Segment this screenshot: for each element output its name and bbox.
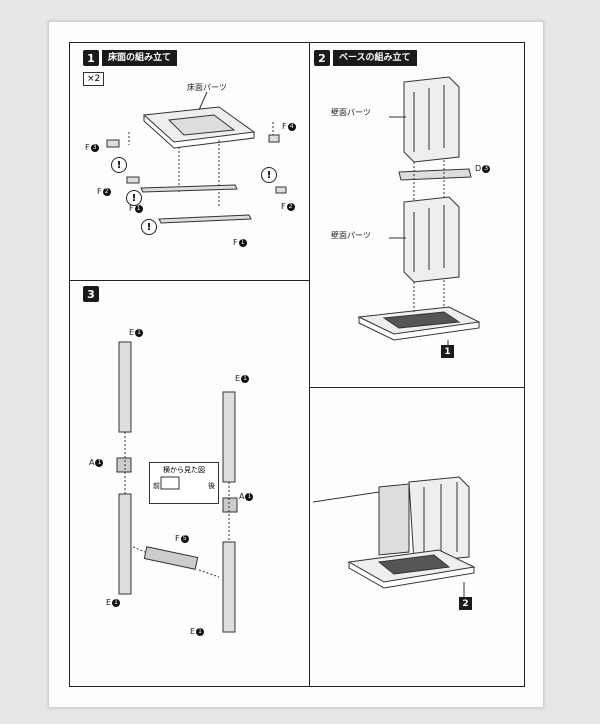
part-e1-num: 1 <box>112 598 121 607</box>
warning-icon: ! <box>111 157 127 173</box>
part-f1-mid-num: 1 <box>134 204 143 213</box>
side-view-back: 後 <box>208 482 215 490</box>
part-e1-letter: E <box>129 328 135 337</box>
divider-h2 <box>309 387 525 388</box>
step2-title: ベースの組み立て <box>333 50 417 66</box>
part-a1-letter: A <box>89 458 95 467</box>
step2-header: 2 ベースの組み立て <box>314 50 417 66</box>
part-d3-letter: D <box>475 164 482 173</box>
part-f1-bottom-letter: F <box>233 238 238 247</box>
ref-step2-badge: 2 <box>459 597 472 610</box>
divider-v2 <box>309 387 310 687</box>
step1-header: 1 床面の組み立て <box>83 50 178 66</box>
instruction-sheet: 1 床面の組み立て ×2 床面パーツ 2 ベースの組み立て 壁面パーツ 壁面パー… <box>48 21 544 708</box>
wall-part-label-top: 壁面パーツ <box>331 108 371 117</box>
part-f2-left-letter: F <box>97 187 102 196</box>
part-e1-num: 1 <box>196 627 205 636</box>
divider-h1 <box>69 280 309 281</box>
part-e1-num: 1 <box>135 328 144 337</box>
ref-step1-badge: 1 <box>441 345 454 358</box>
warning-icon: ! <box>261 167 277 183</box>
part-f2-right-num: 2 <box>286 202 295 211</box>
part-a1-num: 1 <box>95 458 104 467</box>
warning-icon: ! <box>126 190 142 206</box>
part-e1-letter: E <box>106 598 112 607</box>
step1-multiplier: ×2 <box>83 72 105 86</box>
part-d3-num: 3 <box>482 164 491 173</box>
divider-v1 <box>309 42 310 407</box>
part-a1-num: 1 <box>245 492 254 501</box>
part-a1-letter: A <box>239 492 245 501</box>
wall-part-label-bottom: 壁面パーツ <box>331 231 371 240</box>
step2-number: 2 <box>314 50 330 66</box>
step1-title: 床面の組み立て <box>102 50 178 66</box>
side-view-callout: 横から見た図 前 後 <box>149 462 219 504</box>
part-e1-num: 1 <box>241 374 250 383</box>
part-f1-mid-letter: F <box>129 204 134 213</box>
part-f4-letter: F <box>282 122 287 131</box>
step3-header: 3 <box>83 286 99 302</box>
part-f3-num: 3 <box>90 143 99 152</box>
part-f1-bottom-num: 1 <box>238 238 247 247</box>
part-f5-letter: F <box>175 534 180 543</box>
part-f5-num: 5 <box>180 534 189 543</box>
step3-number: 3 <box>83 286 99 302</box>
warning-icon: ! <box>141 219 157 235</box>
part-f3-letter: F <box>85 143 90 152</box>
floor-part-label: 床面パーツ <box>187 83 227 92</box>
assembly-illustrations <box>106 76 481 633</box>
part-f4-num: 4 <box>287 122 296 131</box>
part-f2-left-num: 2 <box>102 187 111 196</box>
side-view-title: 横から見た図 <box>163 466 205 474</box>
part-f2-right-letter: F <box>281 202 286 211</box>
part-e1-letter: E <box>235 374 241 383</box>
side-view-front: 前 <box>153 482 160 490</box>
part-e1-letter: E <box>190 627 196 636</box>
instruction-frame <box>69 42 525 687</box>
step1-number: 1 <box>83 50 99 66</box>
